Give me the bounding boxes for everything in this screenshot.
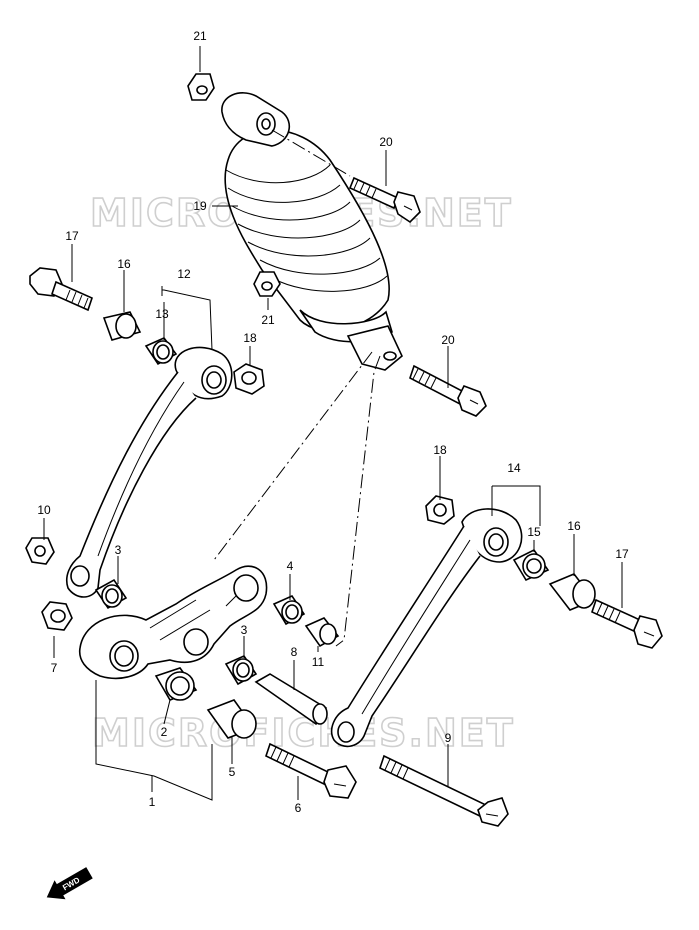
nut-21-bottom [253, 271, 281, 297]
bushing-16-right [548, 573, 596, 611]
callout-16-left: 16 [117, 257, 131, 271]
shock-absorber [221, 92, 403, 371]
callout-2: 2 [161, 725, 168, 739]
nut-18-left [233, 363, 265, 395]
nut-7 [41, 601, 73, 631]
callout-3-left: 3 [115, 543, 122, 557]
bolt-6 [265, 742, 357, 799]
fwd-arrow: FWD [46, 867, 93, 900]
tie-rod-14 [330, 508, 523, 748]
bearing-13 [144, 337, 178, 366]
callout-10: 10 [37, 503, 51, 517]
callout-18-right: 18 [433, 443, 447, 457]
tie-rod-12 [65, 346, 233, 598]
callout-20-bottom: 20 [441, 333, 455, 347]
callout-7: 7 [51, 661, 58, 675]
spacer-8 [254, 673, 328, 726]
bearing-2 [154, 667, 198, 701]
collar-5 [206, 699, 257, 739]
callout-15: 15 [527, 525, 541, 539]
callout-5: 5 [229, 765, 236, 779]
callout-6: 6 [295, 801, 302, 815]
cushion-lever-1 [78, 565, 268, 680]
bearing-3-left [94, 578, 128, 610]
callout-14: 14 [507, 461, 521, 475]
callout-17-right: 17 [615, 547, 629, 561]
callout-17-left: 17 [65, 229, 79, 243]
watermark-bottom: MICROFICHES.NET [92, 711, 515, 755]
callout-4: 4 [287, 559, 294, 573]
bolt-17-right [591, 598, 663, 649]
bolt-20-bottom [409, 364, 487, 417]
callout-11: 11 [312, 655, 325, 669]
callout-8: 8 [291, 645, 298, 659]
callout-3-right: 3 [241, 623, 248, 637]
callout-1: 1 [149, 795, 156, 809]
callout-21-bottom: 21 [261, 313, 275, 327]
collar-11 [304, 617, 340, 648]
callout-21-top: 21 [193, 29, 207, 43]
callout-16-right: 16 [567, 519, 581, 533]
callout-9: 9 [445, 731, 452, 745]
callout-19: 19 [193, 199, 207, 213]
bearing-4 [272, 594, 306, 626]
callout-12: 12 [177, 267, 191, 281]
bearing-3-right [224, 654, 258, 686]
bolt-9 [379, 754, 509, 827]
callout-13: 13 [155, 307, 169, 321]
assembly-line-shock-to-lever [213, 351, 373, 561]
bolt-20-top [348, 176, 421, 224]
callout-18-left: 18 [243, 331, 257, 345]
callout-labels: 21 20 19 17 16 12 13 21 18 20 18 14 15 1… [37, 29, 629, 815]
assembly-line-bolt20-to-shock [271, 129, 351, 177]
callout-20-top: 20 [379, 135, 393, 149]
nut-10 [25, 537, 55, 565]
bolt-17-left [29, 267, 93, 312]
nut-18-right [425, 495, 455, 525]
bearing-15 [512, 548, 550, 582]
leader-lines [43, 46, 623, 801]
nut-21-top [187, 73, 215, 101]
bushing-16-left [102, 311, 142, 341]
assembly-line-shock-to-collar [335, 355, 381, 647]
